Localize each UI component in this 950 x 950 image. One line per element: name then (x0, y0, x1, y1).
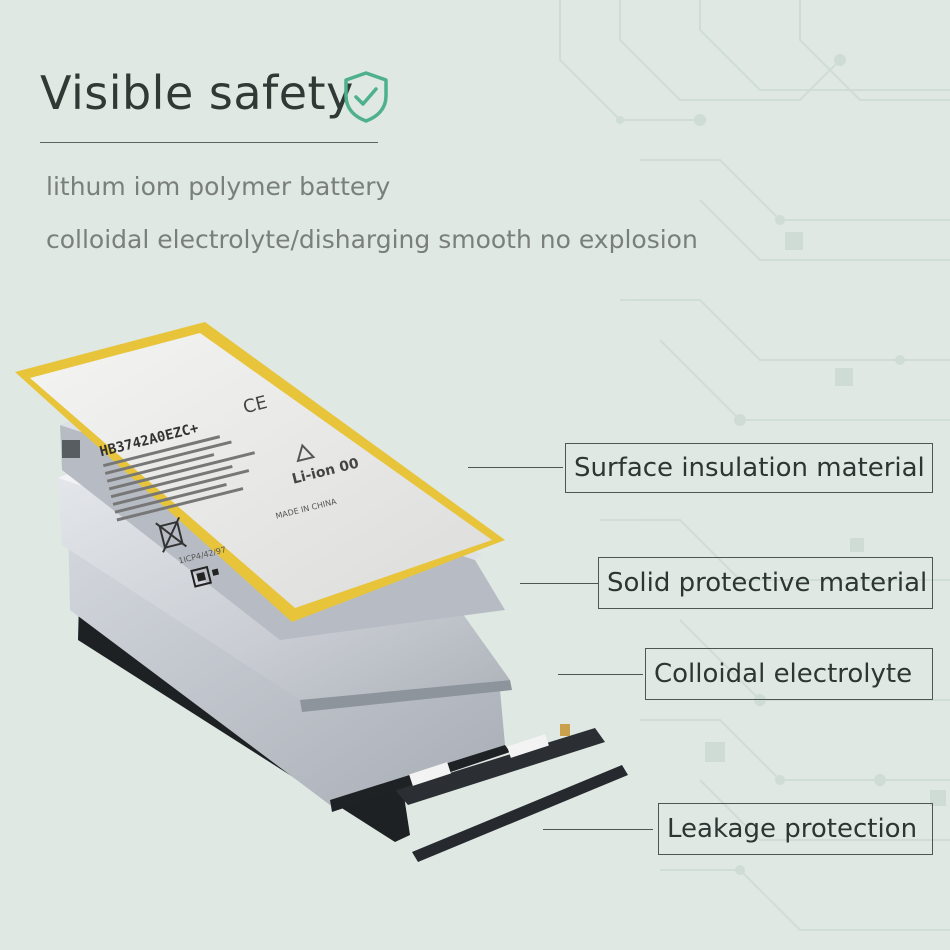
callout-leader-4 (543, 829, 653, 830)
battery-exploded-view: HB3742A0EZC+ CE Li-ion 00 MADE IN CHINA … (15, 322, 628, 862)
subtitle-line-1: lithum iom polymer battery (46, 172, 391, 201)
leakage-protection-strip (412, 765, 628, 862)
callout-solid-protective: Solid protective material (598, 557, 933, 609)
callout-leader-3 (558, 674, 643, 675)
callout-colloidal-electrolyte: Colloidal electrolyte (645, 648, 933, 700)
title-underline (40, 142, 378, 143)
callout-leader-1 (468, 467, 563, 468)
callout-surface-insulation: Surface insulation material (565, 443, 933, 493)
callout-leader-2 (520, 583, 598, 584)
surface-insulation-layer (15, 322, 505, 622)
callout-leakage-protection: Leakage protection (658, 803, 933, 855)
page-title: Visible safety (40, 66, 354, 120)
qr-code-icon (190, 565, 220, 588)
connector-piece (395, 724, 605, 805)
shield-check-icon (344, 71, 388, 123)
recycle-icon (296, 443, 316, 463)
crossed-bin-icon (155, 516, 187, 553)
subtitle-line-2: colloidal electrolyte/disharging smooth … (46, 225, 698, 254)
